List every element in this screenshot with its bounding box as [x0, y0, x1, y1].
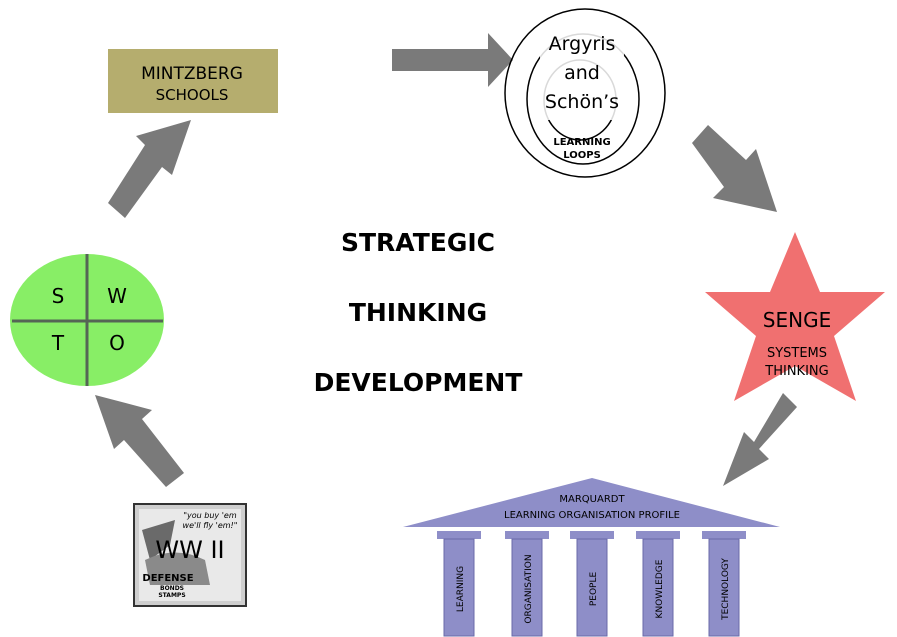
- senge-star: SENGE SYSTEMS THINKING: [705, 232, 885, 401]
- center-title-strategic: STRATEGIC: [341, 228, 495, 257]
- argyris-and: and: [564, 62, 600, 84]
- temple-pillars: LEARNING ORGANISATION PEOPLE KNOWLEDGE T: [437, 531, 746, 637]
- arrow-ww2-to-swot: [95, 395, 184, 487]
- ww2-defense-bonds-poster: "you buy 'em we'll fly 'em!" WW II DEFEN…: [133, 503, 247, 607]
- poster-figure-illustration: [145, 552, 210, 585]
- poster-stamps: STAMPS: [158, 592, 185, 599]
- pillar-label: LEARNING: [456, 566, 466, 612]
- pillar-label: PEOPLE: [589, 572, 599, 607]
- argyris-schon-learning-loops: Argyris and Schön’s LEARNING LOOPS: [504, 8, 666, 178]
- arrow-swot-to-mintzberg: [108, 120, 191, 218]
- pillar-capital: [505, 531, 549, 539]
- swot-opportunities: O: [109, 331, 125, 355]
- pillar-label: ORGANISATION: [524, 554, 534, 623]
- arrow-senge-to-marquardt: [723, 393, 797, 486]
- poster-bonds: BONDS: [160, 585, 184, 592]
- pillar-label: KNOWLEDGE: [655, 559, 665, 618]
- pillar-organisation: ORGANISATION: [505, 531, 549, 637]
- swot-circle: S W T O: [10, 254, 164, 386]
- pillar-capital: [636, 531, 680, 539]
- swot-strengths: S: [52, 284, 65, 308]
- pillar-capital: [702, 531, 746, 539]
- poster-quote-2: we'll fly 'em!": [183, 521, 238, 530]
- arrow-mintzberg-to-argyris: [392, 33, 513, 87]
- pillar-capital: [570, 531, 614, 539]
- pillar-shaft: [576, 538, 608, 637]
- poster-quote-1: "you buy 'em: [183, 511, 236, 520]
- outer-loop-circle: [504, 8, 666, 178]
- mintzberg-subtitle: SCHOOLS: [156, 86, 229, 104]
- senge-systems: SYSTEMS: [767, 346, 827, 361]
- senge-thinking: THINKING: [764, 364, 828, 379]
- poster-defense: DEFENSE: [142, 573, 193, 584]
- marquardt-learning-organisation-profile: MARQUARDT LEARNING ORGANISATION PROFILE …: [403, 478, 780, 637]
- pillar-shaft: [642, 538, 674, 637]
- arrow-argyris-to-senge: [692, 125, 777, 212]
- marquardt-subtitle: LEARNING ORGANISATION PROFILE: [504, 510, 680, 521]
- senge-star-shape: [705, 232, 885, 401]
- marquardt-title: MARQUARDT: [559, 494, 625, 505]
- center-title-development: DEVELOPMENT: [314, 368, 523, 397]
- schon-name: Schön’s: [545, 91, 619, 113]
- pillar-learning: LEARNING: [437, 531, 481, 637]
- argyris-label-backdrop: [540, 30, 624, 120]
- poster-title: WW II: [155, 536, 224, 564]
- learning-loops-label-2: LOOPS: [563, 150, 601, 161]
- mintzberg-title: MINTZBERG: [141, 64, 243, 84]
- pillar-shaft: [708, 538, 740, 637]
- pillar-knowledge: KNOWLEDGE: [636, 531, 680, 637]
- center-title: STRATEGIC THINKING DEVELOPMENT: [314, 228, 523, 397]
- poster-plane-illustration: [142, 520, 175, 560]
- senge-title: SENGE: [763, 308, 831, 332]
- mintzberg-schools-box: MINTZBERG SCHOOLS: [108, 49, 278, 113]
- pillar-people: PEOPLE: [570, 531, 614, 637]
- argyris-name: Argyris: [549, 33, 616, 55]
- swot-threats: T: [51, 331, 65, 355]
- pillar-shaft: [511, 538, 543, 637]
- learning-loops-label-1: LEARNING: [553, 137, 610, 148]
- center-title-thinking: THINKING: [349, 298, 487, 327]
- pillar-capital: [437, 531, 481, 539]
- pillar-label: TECHNOLOGY: [721, 558, 731, 621]
- swot-weaknesses: W: [107, 284, 127, 308]
- cycle-arrows: [95, 33, 797, 487]
- pillar-technology: TECHNOLOGY: [702, 531, 746, 637]
- pillar-shaft: [443, 538, 475, 637]
- mintzberg-box-background: [108, 49, 278, 113]
- temple-roof: [403, 478, 780, 527]
